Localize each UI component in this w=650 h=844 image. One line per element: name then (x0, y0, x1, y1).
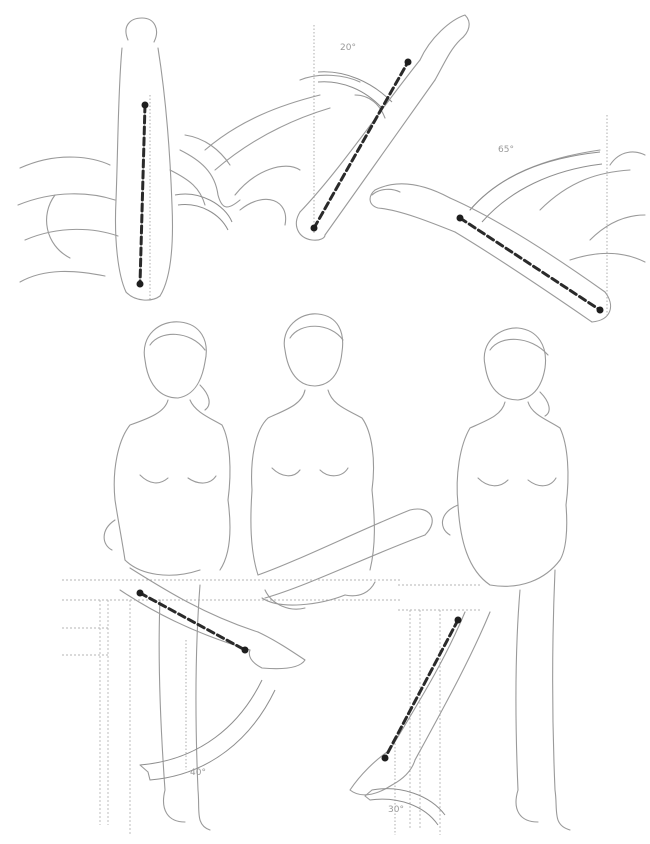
elbow-marker-2 (311, 225, 318, 232)
angle-label-3: 65° (498, 145, 514, 155)
panel-standing-leg-rotated: 30° (350, 328, 570, 835)
wrist-marker-3 (457, 215, 464, 222)
ankle-marker-6 (382, 755, 389, 762)
elbow-marker-3 (597, 307, 604, 314)
angle-label-4: 40° (190, 768, 206, 778)
lower-leg-axis-6 (385, 620, 458, 758)
angle-label-6: 30° (388, 805, 404, 815)
knee-marker-4 (137, 590, 144, 597)
forearm-axis-2 (314, 62, 408, 228)
angle-label-2: 20° (340, 43, 356, 53)
panel-seated-leg-rotated: 40° (62, 322, 400, 835)
elbow-marker-1 (137, 281, 144, 288)
ankle-marker-4 (242, 647, 249, 654)
panel-forearm-lowered: 65° (370, 115, 645, 322)
forearm-axis-1 (140, 105, 145, 284)
panel-cross-legged (251, 314, 432, 609)
panel-forearm-vertical (18, 18, 240, 300)
wrist-marker-1 (142, 102, 149, 109)
wrist-marker-2 (405, 59, 412, 66)
knee-marker-6 (455, 617, 462, 624)
forearm-axis-3 (460, 218, 600, 310)
panel-forearm-raised: 20° (205, 15, 469, 240)
